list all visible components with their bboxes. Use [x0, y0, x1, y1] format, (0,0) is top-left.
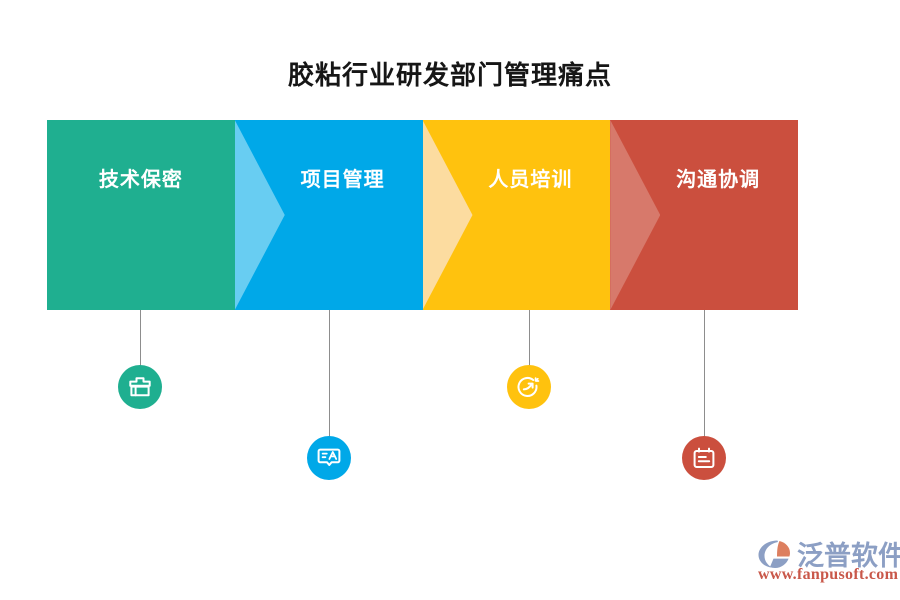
step-3-icon-node[interactable] — [507, 365, 551, 409]
process-step-3[interactable]: 人员培训 — [422, 120, 611, 310]
process-step-2[interactable]: 项目管理 — [234, 120, 423, 310]
fanpu-logo-mark-icon — [757, 538, 797, 570]
brand-logo[interactable]: 泛普软件 www.fanpusoft.com — [757, 534, 900, 586]
step-4-icon-node[interactable] — [682, 436, 726, 480]
step-4-label: 沟通协调 — [676, 169, 761, 191]
step-2-icon-node[interactable] — [307, 436, 351, 480]
connector-line-4 — [704, 310, 705, 438]
growth-arrow-icon — [516, 374, 542, 400]
connector-line-2 — [329, 310, 330, 438]
connector-line-1 — [140, 310, 141, 367]
toolbox-icon — [127, 374, 153, 400]
process-step-4[interactable]: 沟通协调 — [610, 120, 798, 310]
step-1-fill — [47, 120, 235, 310]
notepad-icon — [691, 445, 717, 471]
logo-website-url: www.fanpusoft.com — [758, 566, 899, 583]
process-step-1[interactable]: 技术保密 — [47, 120, 235, 310]
connector-line-3 — [529, 310, 530, 367]
step-3-label: 人员培训 — [488, 169, 573, 191]
process-chevron-band: 技术保密 项目管理 人员培训 沟通协调 — [47, 120, 798, 310]
translate-bubble-icon — [316, 445, 342, 471]
step-1-icon-node[interactable] — [118, 365, 162, 409]
step-2-label: 项目管理 — [300, 169, 385, 191]
page-title: 胶粘行业研发部门管理痛点 — [287, 60, 612, 90]
logo-company-name: 泛普软件 — [797, 541, 900, 572]
step-1-label: 技术保密 — [98, 169, 183, 191]
